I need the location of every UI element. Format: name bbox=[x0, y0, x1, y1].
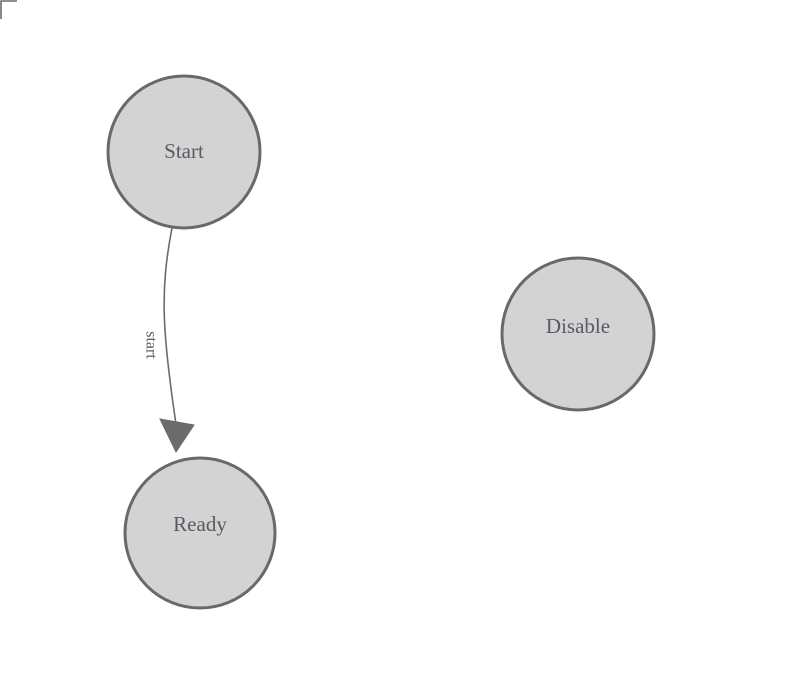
edge-start-to-ready[interactable]: start bbox=[143, 227, 195, 454]
node-start-label: Start bbox=[164, 139, 204, 163]
node-start[interactable]: Start bbox=[106, 74, 262, 230]
arrowhead-icon bbox=[159, 418, 195, 454]
top-left-corner-mark-icon bbox=[0, 0, 17, 19]
node-disable[interactable]: Disable bbox=[500, 256, 656, 412]
node-ready[interactable]: Ready bbox=[123, 456, 277, 610]
node-ready-circle[interactable] bbox=[123, 456, 277, 610]
edge-label-start: start bbox=[143, 331, 160, 359]
node-disable-label: Disable bbox=[546, 314, 610, 338]
node-disable-circle[interactable] bbox=[500, 256, 656, 412]
edge-line bbox=[163, 227, 177, 425]
node-ready-label: Ready bbox=[173, 512, 227, 536]
node-start-circle[interactable] bbox=[106, 74, 262, 230]
